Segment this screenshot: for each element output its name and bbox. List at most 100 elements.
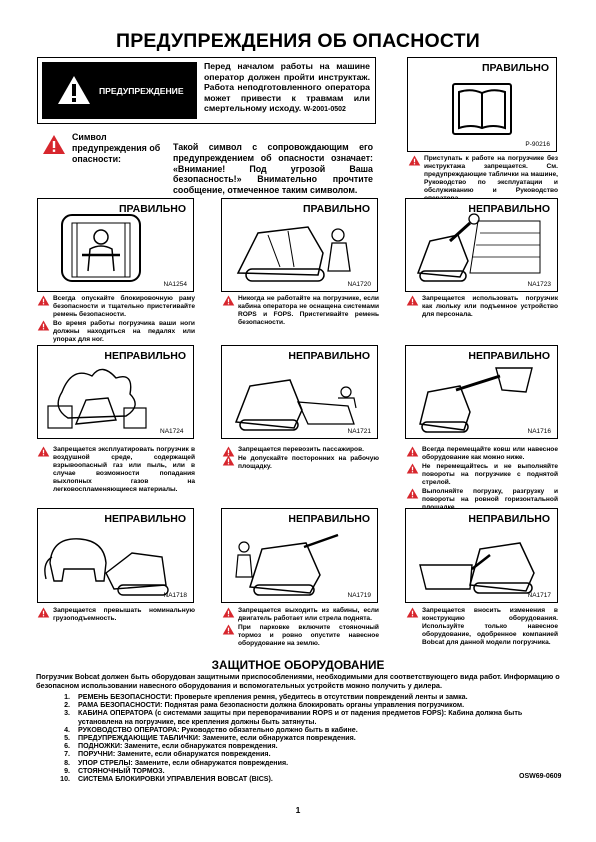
list-item: 4.РУКОВОДСТВО ОПЕРАТОРА: Руководство обя… [52, 726, 552, 734]
warning-triangle-icon [222, 624, 235, 635]
caption-text: Запрещается эксплуатировать погрузчик в … [53, 446, 195, 493]
panel-modifications: НЕПРАВИЛЬНО NA1717 [405, 508, 558, 603]
panel-title: НЕПРАВИЛЬНО [468, 350, 550, 362]
caption-text: Приступать к работе на погрузчике без ин… [424, 155, 558, 202]
caption-explosive: Запрещается эксплуатировать погрузчик в … [37, 446, 195, 495]
list-text: ПОРУЧНИ: Замените, если обнаружатся повр… [78, 750, 271, 759]
list-item: 8.УПОР СТРЕЛЫ: Замените, если обнаружатс… [52, 759, 552, 767]
list-text: УПОР СТРЕЛЫ: Замените, если обнаружатся … [78, 758, 289, 767]
safety-intro: Погрузчик Bobcat должен быть оборудован … [36, 672, 560, 690]
panel-passengers: НЕПРАВИЛЬНО NA1721 [221, 345, 378, 439]
caption-seatbelt: Всегда опускайте блокировочную раму безо… [37, 295, 195, 345]
list-text: РЕМЕНЬ БЕЗОПАСНОСТИ: Проверьте крепления… [78, 693, 468, 701]
warning-triangle-icon [222, 295, 235, 306]
caption-row: Не перемещайтесь и не выполняйте поворот… [406, 463, 558, 487]
panel-code: NA1718 [163, 592, 188, 599]
caption-row: Всегда перемещайте ковш или навесное обо… [406, 446, 558, 462]
panel-title: ПРАВИЛЬНО [302, 203, 370, 215]
caption-raised-boom: Всегда перемещайте ковш или навесное обо… [406, 446, 558, 513]
caption-row: Всегда опускайте блокировочную раму безо… [37, 295, 195, 319]
operator-in-cab-illustration [61, 214, 141, 282]
panel-seatbelt: ПРАВИЛЬНО NA1254 [37, 198, 194, 292]
list-item: 2. РАМА БЕЗОПАСНОСТИ: Поднятая рама безоп… [52, 701, 552, 709]
warning-triangle-icon [406, 295, 419, 306]
panel-lift-personnel: НЕПРАВИЛЬНО NA1723 [405, 198, 558, 292]
danger-label-panel: ПРЕДУПРЕЖДЕНИЕ [42, 62, 197, 119]
loader-cab-illustration [236, 226, 351, 282]
panel-code: P-90216 [525, 141, 550, 148]
danger-message: Перед началом работы на машине оператор … [204, 61, 370, 114]
panel-title: НЕПРАВИЛЬНО [288, 513, 370, 525]
list-item: 10.СИСТЕМА БЛОКИРОВКИ УПРАВЛЕНИЯ BOBCAT … [52, 775, 552, 783]
caption-text: Запрещается вносить изменения в конструк… [422, 607, 558, 646]
panel-title: НЕПРАВИЛЬНО [468, 513, 550, 525]
list-text: РАМА БЕЗОПАСНОСТИ: Поднятая рама безопас… [78, 701, 465, 710]
caption-text: Во время работы погрузчика ваши ноги дол… [53, 320, 195, 343]
danger-code: W-2001-0502 [303, 106, 346, 114]
list-text: ПОДНОЖКИ: Замените, если обнаружатся пов… [78, 742, 278, 751]
caption-row: При парковке включите стояночный тормоз … [222, 624, 379, 648]
caption-text: Выполняйте погрузку, разгрузку и поворот… [422, 488, 558, 511]
list-number: 7. [64, 750, 70, 759]
safety-list: 1.РЕМЕНЬ БЕЗОПАСНОСТИ: Проверьте креплен… [52, 693, 552, 783]
caption-passengers: Запрещается перевозить пассажиров. Не до… [222, 446, 379, 472]
caption-text: Запрещается превышать номинальную грузоп… [53, 607, 195, 622]
loader-attachment-illustration [419, 542, 535, 594]
panel-title: НЕПРАВИЛЬНО [288, 350, 370, 362]
operator-manual-book-icon [452, 83, 512, 135]
caption-overload: Запрещается превышать номинальную грузоп… [37, 607, 195, 624]
danger-text: Перед началом работы на машине оператор … [204, 61, 370, 116]
page-title: ПРЕДУПРЕЖДЕНИЯ ОБ ОПАСНОСТИ [115, 30, 480, 52]
caption-text: Всегда перемещайте ковш или навесное обо… [422, 446, 558, 461]
warning-triangle-icon [408, 155, 421, 166]
panel-code: NA1717 [527, 592, 552, 599]
warning-triangle-icon [58, 76, 90, 104]
list-number: 3. [64, 709, 70, 718]
caption-text: Всегда опускайте блокировочную раму безо… [53, 295, 195, 318]
loader-operator-exit-illustration [235, 533, 339, 596]
list-item: 3. КАБИНА ОПЕРАТОРА (с системами защиты п… [52, 709, 552, 725]
caption-row: Запрещается выходить из кабины, если дви… [222, 607, 379, 623]
page-number: 1 [295, 805, 301, 815]
list-text: СТОЯНОЧНЫЙ ТОРМОЗ. [78, 766, 165, 775]
warning-triangle-icon [406, 488, 419, 499]
list-number: 2. [64, 701, 70, 710]
panel-leave-cab: НЕПРАВИЛЬНО NA1719 [221, 508, 378, 603]
warning-triangle-icon [406, 463, 419, 474]
document-code: OSW69-0609 [519, 773, 562, 780]
caption-row: Приступать к работе на погрузчике без ин… [408, 155, 558, 203]
manual-caption: Приступать к работе на погрузчике без ин… [408, 155, 558, 204]
warning-triangle-icon [222, 446, 235, 457]
warning-triangle-icon [37, 320, 50, 331]
list-text: РУКОВОДСТВО ОПЕРАТОРА: Руководство обяза… [78, 725, 358, 734]
caption-row: Никогда не работайте на погрузчике, если… [222, 295, 379, 327]
caption-row: Запрещается эксплуатировать погрузчик в … [37, 446, 195, 494]
list-item: 5.ПРЕДУПРЕЖДАЮЩИЕ ТАБЛИЧКИ: Замените, ес… [52, 734, 552, 742]
caption-rops: Никогда не работайте на погрузчике, если… [222, 295, 379, 328]
list-item: 1.РЕМЕНЬ БЕЗОПАСНОСТИ: Проверьте креплен… [52, 693, 552, 701]
caption-text: Запрещается перевозить пассажиров. [238, 446, 364, 453]
danger-label: ПРЕДУПРЕЖДЕНИЕ [99, 86, 184, 96]
manual-panel: ПРАВИЛЬНО P-90216 [407, 57, 557, 152]
caption-row: Запрещается превышать номинальную грузоп… [37, 607, 195, 623]
panel-title: ПРАВИЛЬНО [118, 203, 186, 215]
list-text: КАБИНА ОПЕРАТОРА (с системами защиты при… [78, 709, 523, 726]
list-number: 9. [64, 766, 70, 775]
warning-triangle-icon [37, 295, 50, 306]
warning-triangle-icon [222, 455, 235, 466]
loader-raised-bucket-illustration [419, 367, 533, 433]
panel-code: NA1719 [347, 592, 372, 599]
list-number: 5. [64, 734, 70, 743]
caption-text: При парковке включите стояночный тормоз … [238, 624, 379, 647]
panel-title: НЕПРАВИЛЬНО [104, 513, 186, 525]
symbol-heading: Символ предупреждения об опасности: [72, 132, 161, 164]
panel-code: NA1721 [347, 428, 372, 435]
loader-passenger-illustration [234, 379, 357, 431]
caption-text: Запрещается использовать погрузчик как л… [422, 295, 558, 318]
panel-explosive: НЕПРАВИЛЬНО NA1724 [37, 345, 194, 439]
panel-title: ПРАВИЛЬНО [481, 62, 549, 74]
caption-leave-cab: Запрещается выходить из кабины, если дви… [222, 607, 379, 649]
panel-code: NA1254 [163, 281, 188, 288]
caption-row: Запрещается использовать погрузчик как л… [406, 295, 558, 319]
warning-triangle-icon [406, 607, 419, 618]
